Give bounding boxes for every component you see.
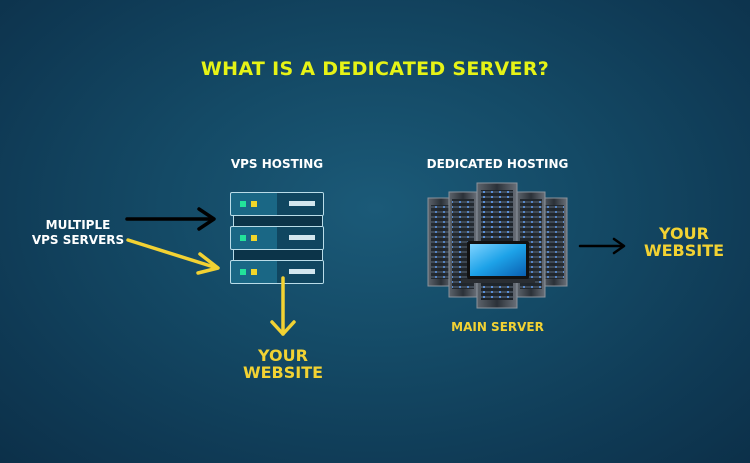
dedicated-output-line1: YOUR [659, 224, 709, 243]
rack-unit [230, 192, 324, 216]
server-cluster-icon [427, 182, 568, 309]
dedicated-hosting-heading: DEDICATED HOSTING [426, 157, 569, 171]
main-server-label: MAIN SERVER [451, 320, 544, 334]
laptop-icon [461, 241, 535, 283]
rack-unit [230, 260, 324, 284]
black-arrow-icon [125, 207, 216, 231]
green-led-icon [240, 235, 246, 241]
rack-unit [230, 226, 324, 250]
multiple-vps-label-line2: VPS SERVERS [31, 233, 125, 247]
vps-output-line1: YOUR [258, 346, 308, 365]
yellow-led-icon [251, 235, 257, 241]
dedicated-your-website-label: YOUR WEBSITE [632, 224, 736, 260]
server-rack-icon [230, 192, 324, 284]
yellow-led-icon [251, 201, 257, 207]
dedicated-output-line2: WEBSITE [643, 240, 725, 260]
multiple-vps-label-line1: MULTIPLE [45, 218, 111, 232]
vps-your-website-label: YOUR WEBSITE [228, 346, 338, 382]
page-title: WHAT IS A DEDICATED SERVER? [200, 58, 550, 80]
arrow-down-icon [270, 276, 296, 336]
vps-output-line2: WEBSITE [242, 362, 324, 382]
arrow-right-icon [578, 237, 626, 255]
green-led-icon [240, 201, 246, 207]
drive-slot-icon [289, 269, 315, 274]
vps-hosting-heading: VPS HOSTING [230, 157, 324, 171]
yellow-arrow-icon [126, 238, 220, 275]
multiple-vps-servers-label: MULTIPLE VPS SERVERS [18, 218, 138, 248]
drive-slot-icon [289, 201, 315, 206]
drive-slot-icon [289, 235, 315, 240]
yellow-led-icon [251, 269, 257, 275]
green-led-icon [240, 269, 246, 275]
